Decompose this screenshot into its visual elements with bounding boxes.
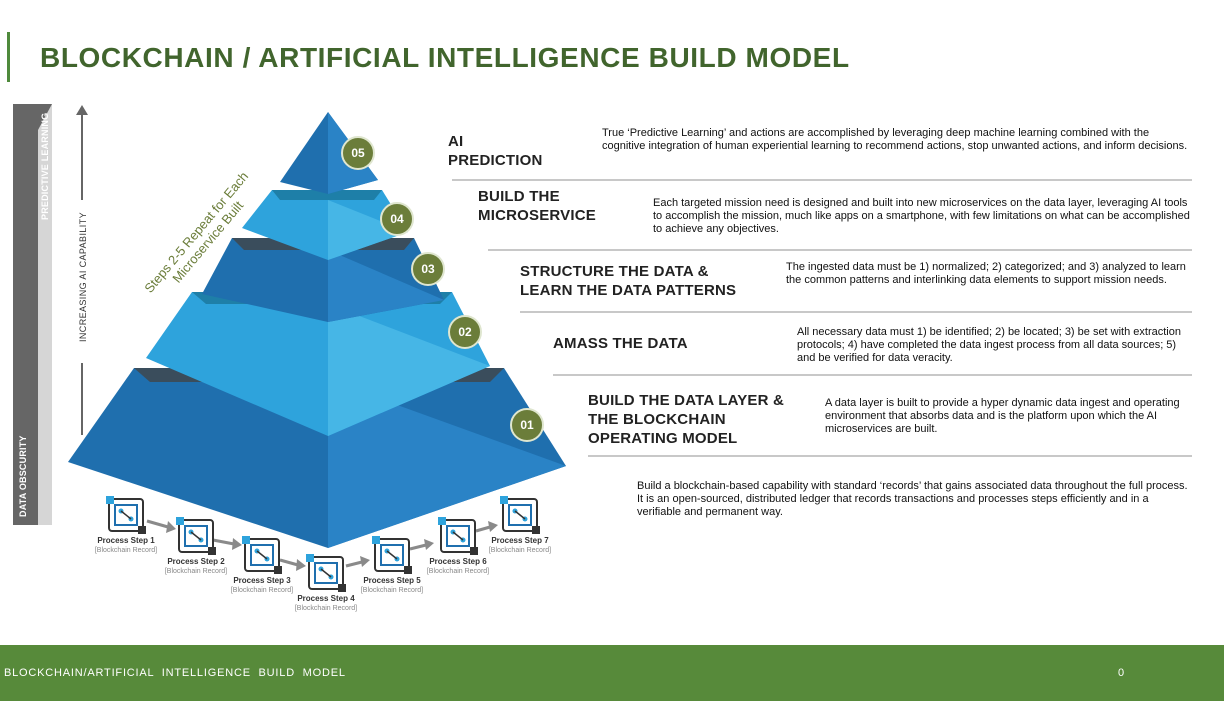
process-step-1-sub: [Blockchain Record]	[94, 547, 158, 554]
page-title: BLOCKCHAIN / ARTIFICIAL INTELLIGENCE BUI…	[40, 42, 850, 73]
title-accent-bar	[7, 32, 10, 82]
layer-04-desc: Each targeted mission need is designed a…	[653, 197, 1190, 235]
divider-05	[452, 179, 1192, 181]
footer-bar: BLOCKCHAIN/ARTIFICIAL INTELLIGENCE BUILD…	[0, 645, 1224, 701]
layer-05-desc: True ‘Predictive Learning’ and actions a…	[602, 127, 1188, 152]
divider-03	[520, 311, 1192, 313]
process-step-3-name: Process Step 3	[233, 576, 291, 585]
process-step-4-name: Process Step 4	[297, 594, 355, 603]
process-step-6-sub: [Blockchain Record]	[426, 568, 490, 575]
process-step-6-name: Process Step 6	[429, 557, 487, 566]
process-step-6: Process Step 6 [Blockchain Record]	[418, 517, 498, 576]
blockchain-record-icon	[372, 536, 412, 574]
badge-05: 05	[341, 136, 375, 170]
blockchain-record-icon	[500, 496, 540, 534]
process-step-2-sub: [Blockchain Record]	[164, 568, 228, 575]
process-step-1: Process Step 1 [Blockchain Record]	[86, 496, 166, 555]
layer-04-title: BUILD THE MICROSERVICE	[478, 188, 596, 224]
badge-04: 04	[380, 202, 414, 236]
badge-01: 01	[510, 408, 544, 442]
process-step-7-name: Process Step 7	[491, 536, 549, 545]
footer-label: BLOCKCHAIN/ARTIFICIAL INTELLIGENCE BUILD…	[4, 667, 346, 679]
pyramid	[68, 112, 566, 548]
layer-02-desc: All necessary data must 1) be identified…	[797, 326, 1181, 364]
layer-03-desc: The ingested data must be 1) normalized;…	[786, 261, 1186, 286]
capability-arrow	[76, 105, 88, 435]
layer-05-title: AI PREDICTION	[448, 133, 543, 169]
process-step-5-name: Process Step 5	[363, 576, 421, 585]
blockchain-record-icon	[306, 554, 346, 592]
layer-01-desc: A data layer is built to provide a hyper…	[825, 397, 1180, 435]
process-step-2-name: Process Step 2	[167, 557, 225, 566]
process-step-5-sub: [Blockchain Record]	[360, 587, 424, 594]
divider-01	[588, 455, 1192, 457]
badge-03: 03	[411, 252, 445, 286]
layer-03-title: STRUCTURE THE DATA & LEARN THE DATA PATT…	[520, 263, 737, 299]
process-step-7-sub: [Blockchain Record]	[488, 547, 552, 554]
process-arrows	[146, 519, 498, 571]
divider-04	[488, 249, 1192, 251]
divider-02	[553, 374, 1192, 376]
blockchain-record-icon	[176, 517, 216, 555]
process-step-3: Process Step 3 [Blockchain Record]	[222, 536, 302, 595]
process-step-2: Process Step 2 [Blockchain Record]	[156, 517, 236, 576]
layer-01-title: BUILD THE DATA LAYER & THE BLOCKCHAIN OP…	[588, 392, 785, 447]
process-step-5: Process Step 5 [Blockchain Record]	[352, 536, 432, 595]
side-gradient-bar	[13, 104, 52, 525]
process-step-4: Process Step 4 [Blockchain Record]	[286, 554, 366, 613]
layer-02-title: AMASS THE DATA	[553, 335, 688, 352]
process-step-3-sub: [Blockchain Record]	[230, 587, 294, 594]
blockchain-record-icon	[242, 536, 282, 574]
badge-02: 02	[448, 315, 482, 349]
blockchain-record-icon	[106, 496, 146, 534]
process-step-7: Process Step 7 [Blockchain Record]	[480, 496, 560, 555]
blockchain-desc: Build a blockchain-based capability with…	[637, 480, 1188, 518]
process-step-1-name: Process Step 1	[97, 536, 155, 545]
blockchain-record-icon	[438, 517, 478, 555]
process-step-4-sub: [Blockchain Record]	[294, 605, 358, 612]
page-number: 0	[1118, 667, 1125, 679]
